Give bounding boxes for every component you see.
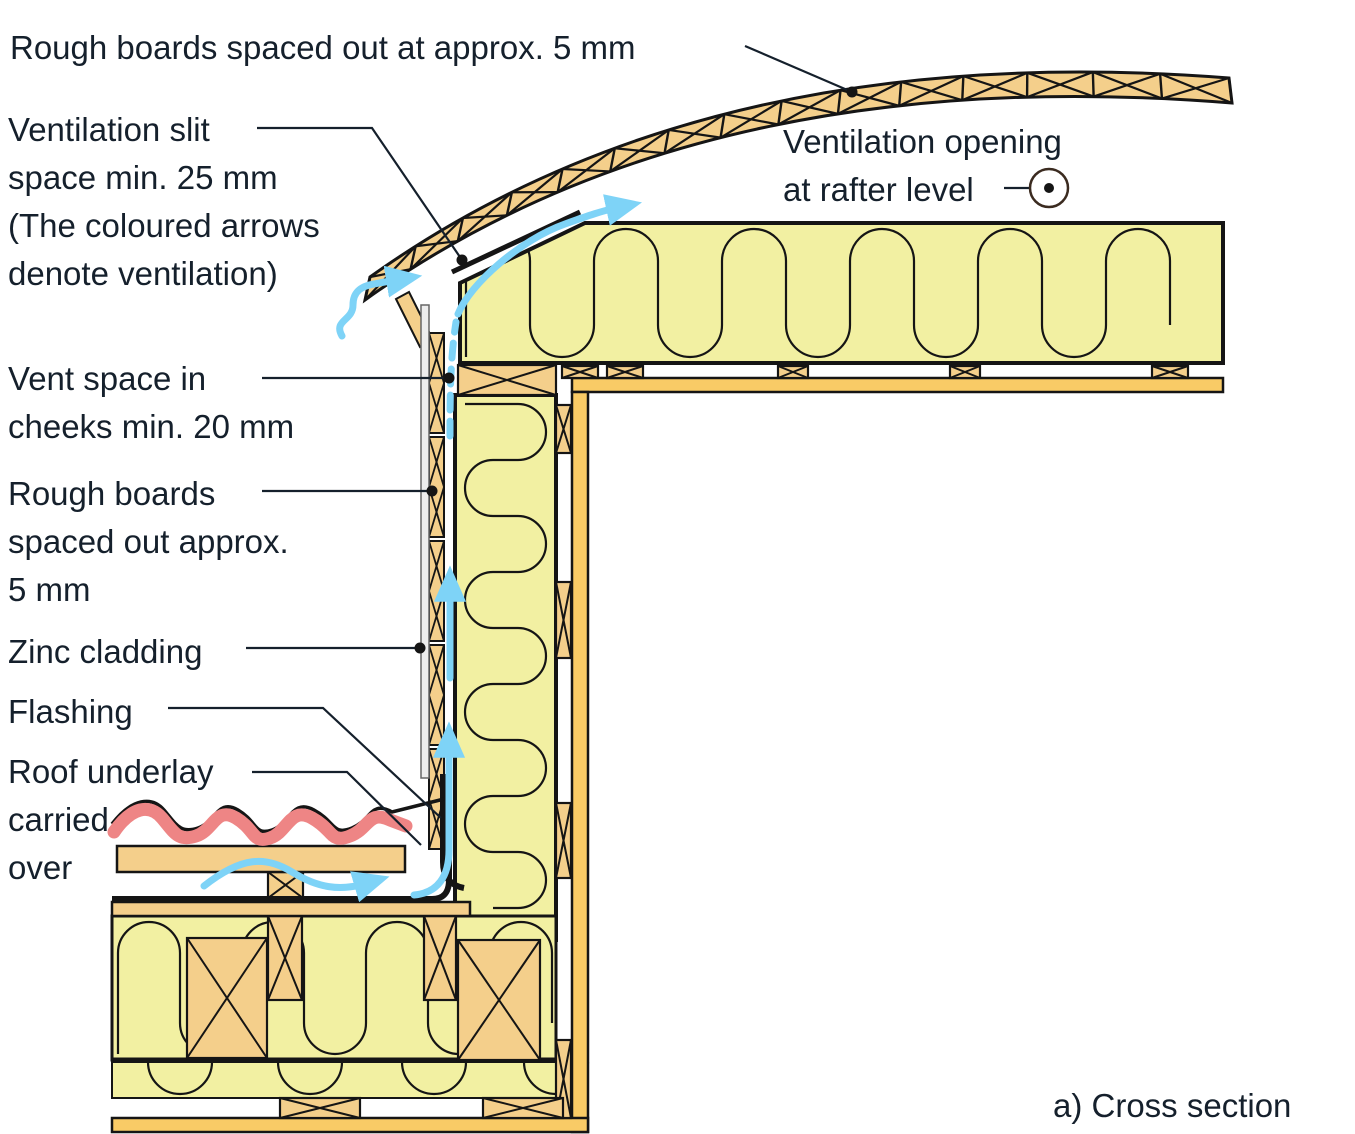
cheek-wall-insulation <box>455 395 556 940</box>
vent-opening-marker <box>1004 169 1068 207</box>
eave-vent-arrow <box>340 280 396 336</box>
ceiling-insulation <box>460 223 1223 363</box>
roof-tile-profile <box>114 809 406 839</box>
caption-cross-section: a) Cross section <box>1053 1082 1291 1130</box>
wall-rough-boards <box>429 333 444 849</box>
zinc-cladding-strip <box>421 305 429 778</box>
